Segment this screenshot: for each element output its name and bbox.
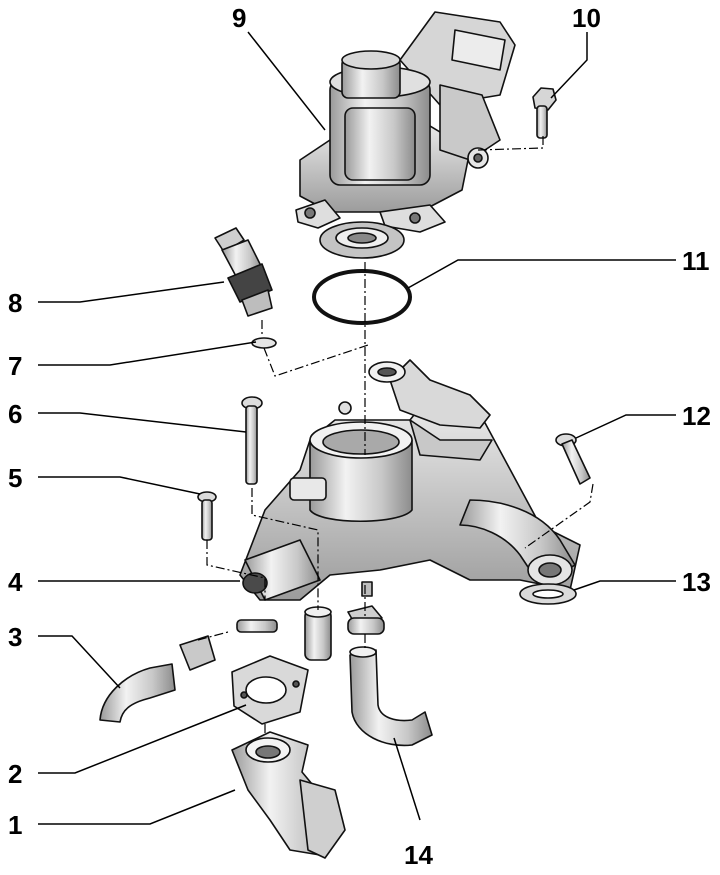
leader-line-12 <box>575 414 676 439</box>
parts-illustration <box>99 11 591 859</box>
leader-line-6 <box>38 412 247 433</box>
leader-line-11 <box>407 259 676 289</box>
elbow-pipe-part-1 <box>231 731 346 859</box>
callout-5: 5 <box>8 463 23 493</box>
seal-ring-part-7 <box>251 337 277 349</box>
egr-housing <box>239 359 581 601</box>
callout-10: 10 <box>572 3 601 33</box>
bolt-part-12 <box>555 433 591 485</box>
callout-9: 9 <box>232 3 247 33</box>
callout-3: 3 <box>8 622 23 652</box>
egr-valve-part-9 <box>295 11 516 259</box>
bolt-part-10 <box>532 87 557 139</box>
callout-2: 2 <box>8 759 23 789</box>
leader-line-14 <box>393 737 421 821</box>
assembly-guide-lines <box>197 136 594 735</box>
leader-line-2 <box>38 704 247 774</box>
pipe-part-4 <box>236 606 332 661</box>
bolt-part-6 <box>241 396 263 485</box>
callout-8: 8 <box>8 288 23 318</box>
leader-line-9 <box>247 31 326 131</box>
o-ring-part-11 <box>312 269 412 325</box>
callout-12: 12 <box>682 401 711 431</box>
leader-line-7 <box>38 341 257 366</box>
callout-13: 13 <box>682 567 711 597</box>
callout-11: 11 <box>682 246 710 276</box>
leader-lines <box>38 31 676 825</box>
hose-part-3 <box>99 635 216 723</box>
clamp-part-13 <box>519 583 577 605</box>
callout-7: 7 <box>8 351 23 381</box>
callout-4: 4 <box>8 567 23 597</box>
callout-14: 14 <box>404 840 433 870</box>
leader-line-8 <box>38 281 225 303</box>
bolt-part-5 <box>197 491 217 541</box>
leader-line-3 <box>38 635 121 689</box>
leader-line-10 <box>550 32 588 99</box>
sensor-part-8 <box>214 227 273 317</box>
leader-line-5 <box>38 476 201 495</box>
leader-line-13 <box>573 580 676 591</box>
callout-1: 1 <box>8 810 23 840</box>
pipe-part-14 <box>347 581 433 747</box>
leader-line-1 <box>38 789 236 825</box>
gasket-part-2 <box>231 655 309 725</box>
callout-6: 6 <box>8 399 23 429</box>
